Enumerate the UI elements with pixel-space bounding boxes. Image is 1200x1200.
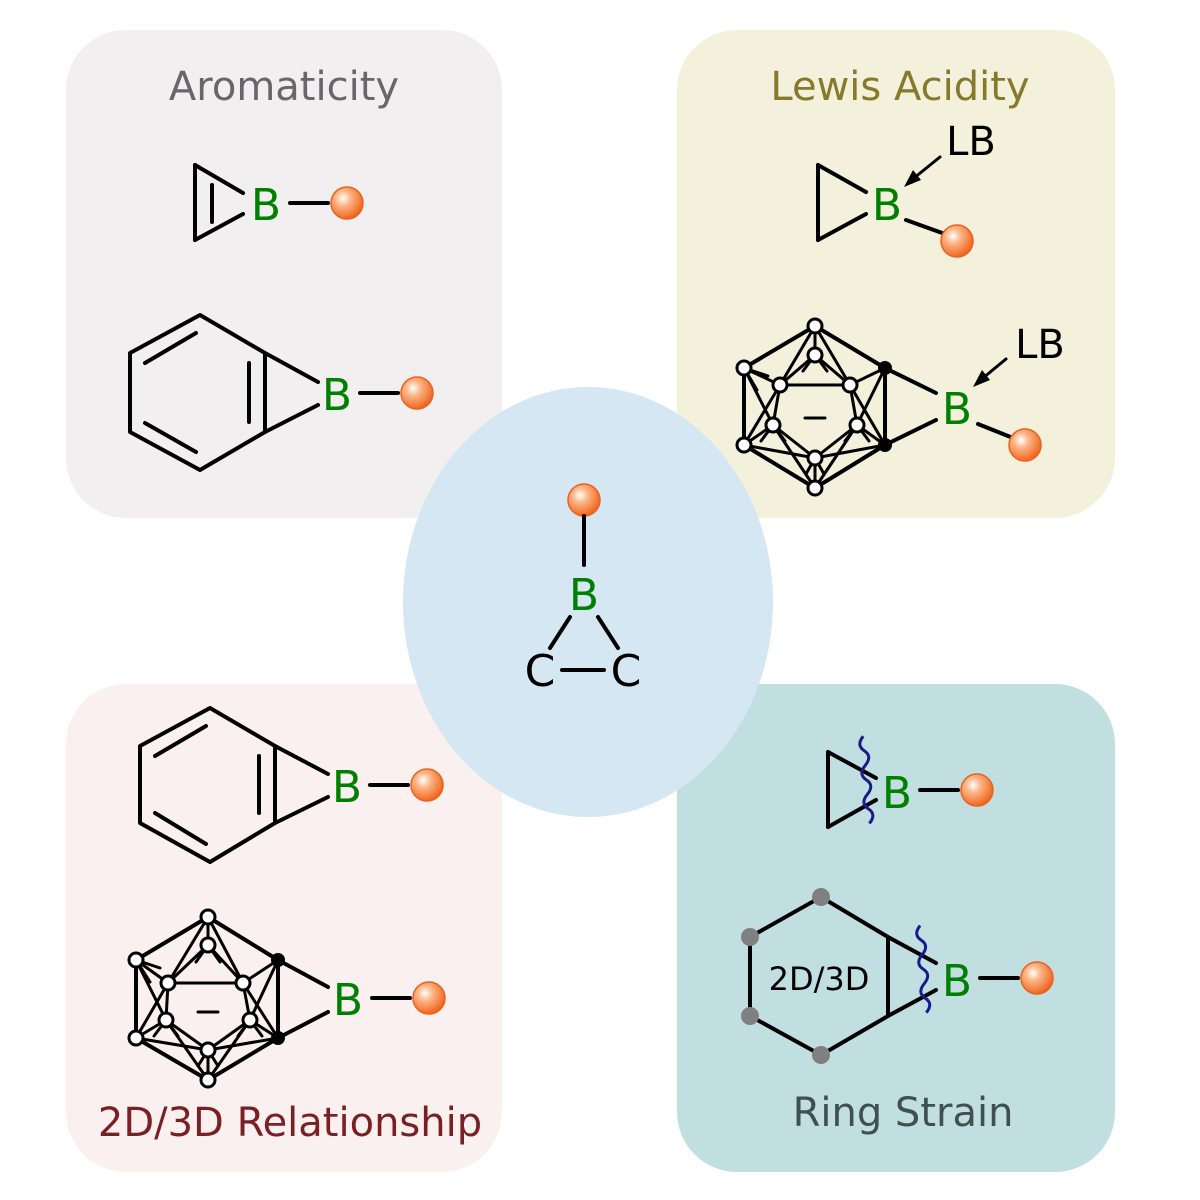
boron-label: B bbox=[333, 975, 363, 1026]
core-boron: B bbox=[569, 570, 599, 621]
aromaticity-title: Aromaticity bbox=[169, 64, 399, 110]
substituent-ball bbox=[410, 768, 444, 802]
ring-strain-title: Ring Strain bbox=[793, 1090, 1014, 1136]
boron-label: B bbox=[332, 762, 362, 813]
core-carbon-right: C bbox=[611, 646, 642, 697]
generic-fused-ring: 2D/3D B bbox=[741, 888, 1054, 1064]
wavy-bond bbox=[858, 735, 875, 825]
substituent-ball bbox=[1008, 428, 1042, 462]
boron-label: B bbox=[322, 370, 352, 421]
center-core bbox=[403, 387, 773, 817]
substituent-ball bbox=[412, 981, 446, 1015]
lewis-base-label: LB bbox=[1015, 322, 1065, 368]
substituent-ball bbox=[1020, 961, 1054, 995]
benzoborirene-structure-lower: B bbox=[138, 706, 444, 864]
borirane-lewis-adduct: B LB bbox=[816, 119, 996, 258]
boron-label: B bbox=[251, 180, 281, 231]
boron-label: B bbox=[872, 180, 902, 231]
core-borirane: B C C bbox=[525, 483, 642, 697]
borirene-structure: B bbox=[193, 163, 364, 242]
substituent-ball bbox=[960, 773, 994, 807]
substituent-ball bbox=[400, 376, 434, 410]
lewis-acidity-title: Lewis Acidity bbox=[770, 64, 1029, 110]
relationship-title: 2D/3D Relationship bbox=[98, 1100, 482, 1146]
strained-borirane: B bbox=[826, 735, 994, 829]
boron-label: B bbox=[942, 384, 972, 435]
boron-label: B bbox=[942, 956, 972, 1007]
benzoborirene-structure: B bbox=[128, 313, 434, 472]
substituent-ball bbox=[940, 224, 974, 258]
ring-strain-panel bbox=[677, 684, 1115, 1172]
aromaticity-panel bbox=[66, 30, 502, 518]
lewis-base-label: LB bbox=[946, 119, 996, 165]
boron-label: B bbox=[882, 768, 912, 819]
dimension-label: 2D/3D bbox=[769, 960, 870, 998]
relationship-panel bbox=[66, 684, 502, 1172]
lewis-acidity-panel bbox=[677, 30, 1115, 518]
core-carbon-left: C bbox=[525, 646, 556, 697]
substituent-ball bbox=[330, 186, 364, 220]
carborane-cage-bottom: B bbox=[127, 908, 446, 1089]
substituent-ball bbox=[567, 483, 601, 517]
carborane-cage-top: B LB bbox=[735, 317, 1065, 497]
wavy-bond bbox=[915, 924, 932, 1014]
